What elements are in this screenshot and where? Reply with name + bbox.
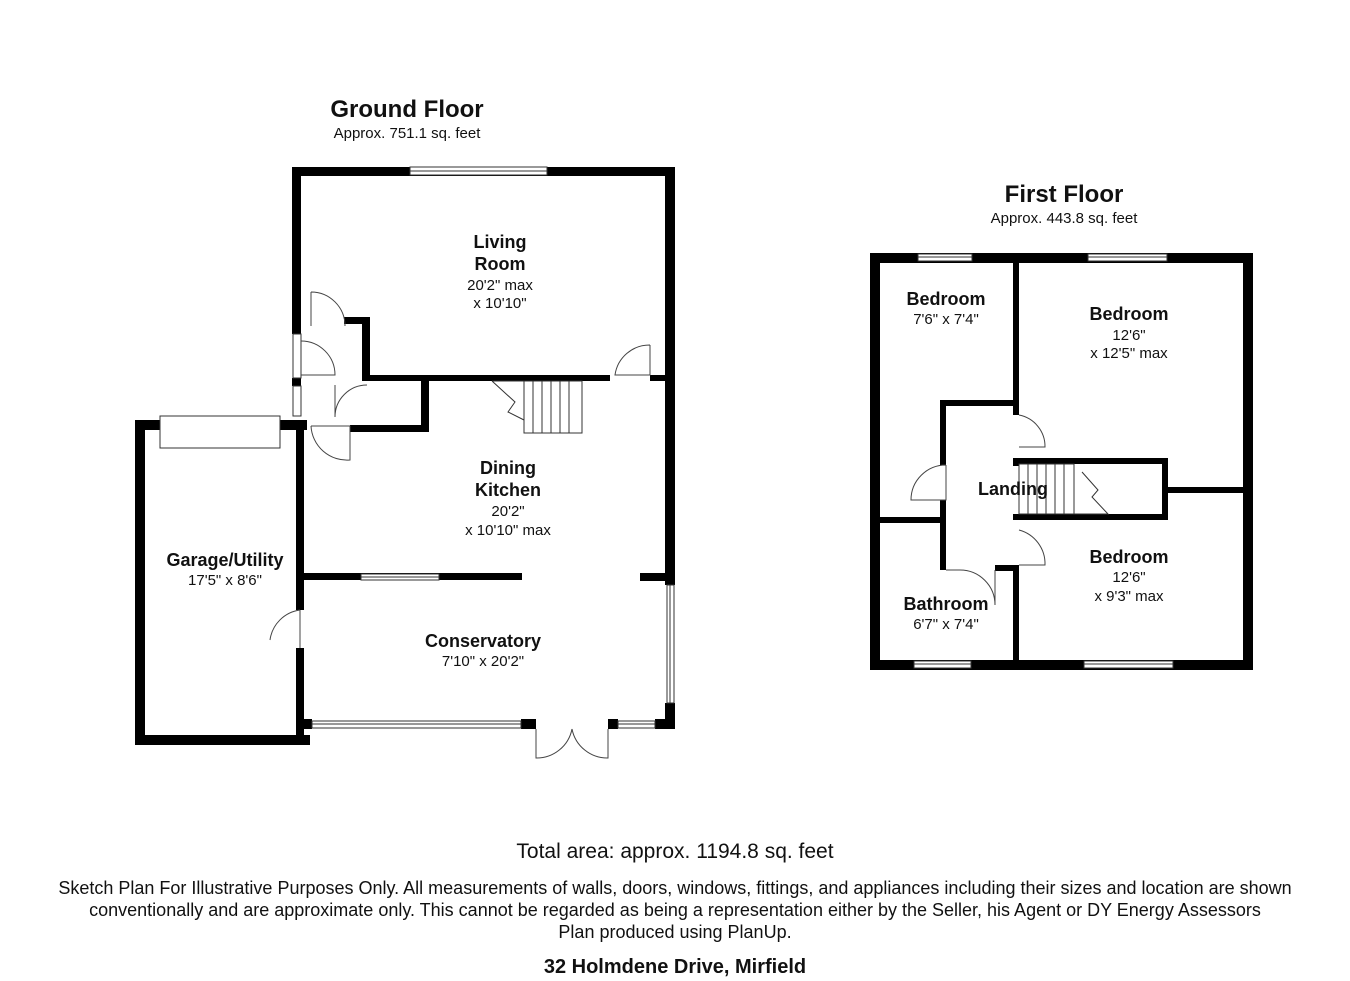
landing-label: Landing [978,479,1048,499]
living-room-label-1: Living [474,232,527,252]
ground-floor-plan: Ground Floor Approx. 751.1 sq. feet [135,96,675,759]
first-floor-walls [870,253,1253,670]
bedroom-large: Bedroom 12'6" x 12'5" max [1089,304,1168,362]
garage-label: Garage/Utility [166,550,283,570]
bedroom-large-dim-2: x 12'5" max [1090,345,1168,362]
living-room-dim-1: 20'2" max [467,277,533,294]
disclaimer-line-1: Sketch Plan For Illustrative Purposes On… [58,878,1292,898]
bedroom-third: Bedroom 12'6" x 9'3" max [1089,547,1168,605]
bedroom-large-label: Bedroom [1089,304,1168,324]
living-room: Living Room 20'2" max x 10'10" [467,232,533,312]
ground-floor-windows [159,166,675,729]
ground-floor-staircase [491,380,583,434]
dining-kitchen-dim-2: x 10'10" max [465,522,551,539]
bedroom-third-dim-2: x 9'3" max [1094,588,1164,605]
ground-floor-area: Approx. 751.1 sq. feet [334,125,482,142]
bedroom-third-dim-1: 12'6" [1112,569,1145,586]
dining-kitchen-dim-1: 20'2" [491,503,524,520]
conservatory-dim: 7'10" x 20'2" [442,653,524,670]
dining-kitchen-label-1: Dining [480,458,536,478]
living-room-dim-2: x 10'10" [473,295,526,312]
first-floor-windows [913,253,1174,669]
first-floor-doors [910,414,1046,606]
property-address: 32 Holmdene Drive, Mirfield [543,956,807,978]
bathroom-dim: 6'7" x 7'4" [913,616,979,633]
bedroom-large-dim-1: 12'6" [1112,327,1145,344]
first-floor-plan: First Floor Approx. 443.8 sq. feet [870,181,1253,670]
bedroom-small: Bedroom 7'6" x 7'4" [906,289,985,328]
disclaimer-text: Sketch Plan For Illustrative Purposes On… [0,877,1350,943]
garage-utility: Garage/Utility 17'5" x 8'6" [166,550,283,589]
dining-kitchen-label-2: Kitchen [475,480,541,500]
bedroom-small-dim: 7'6" x 7'4" [913,311,979,328]
first-floor-title: First Floor [1005,181,1124,208]
bathroom: Bathroom 6'7" x 7'4" [904,594,989,633]
bedroom-small-label: Bedroom [906,289,985,309]
first-floor-area: Approx. 443.8 sq. feet [991,210,1139,227]
bedroom-third-label: Bedroom [1089,547,1168,567]
conservatory-label: Conservatory [425,631,541,651]
conservatory: Conservatory 7'10" x 20'2" [425,631,541,670]
bathroom-label: Bathroom [904,594,989,614]
ground-floor-doors [269,291,651,759]
disclaimer-line-3: Plan produced using PlanUp. [558,922,792,942]
dining-kitchen: Dining Kitchen 20'2" x 10'10" max [465,458,551,539]
total-area-text: Total area: approx. 1194.8 sq. feet [516,840,834,863]
landing: Landing [978,479,1048,499]
garage-dim: 17'5" x 8'6" [188,572,262,589]
ground-floor-title: Ground Floor [330,96,483,123]
living-room-label-2: Room [475,254,526,274]
ground-floor-walls [135,167,675,745]
disclaimer-line-2: conventionally and are approximate only.… [89,900,1261,920]
first-floor-staircase [1018,463,1110,515]
